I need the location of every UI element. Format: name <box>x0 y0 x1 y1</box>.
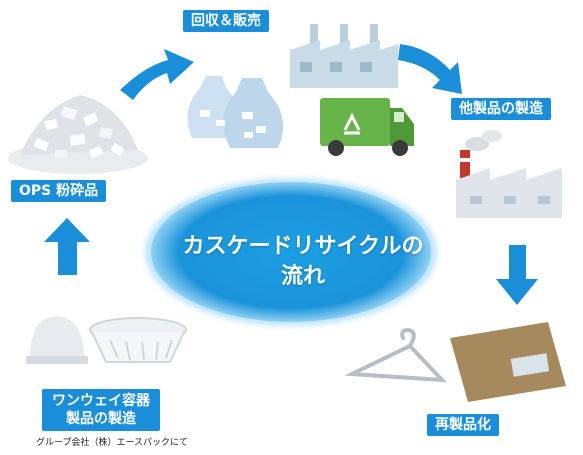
step-remanufacture: 再製品化 <box>427 414 499 436</box>
center-title-line1: カスケードリサイクルの <box>182 234 424 259</box>
recycle-icon <box>343 112 361 135</box>
factory-icon <box>290 24 398 88</box>
recycle-truck-icon <box>320 98 414 156</box>
arrow-icon <box>44 218 90 275</box>
arrow-icon <box>120 49 194 100</box>
step-oneway: ワンウェイ容器 製品の製造 <box>42 389 160 431</box>
hanger-icon <box>344 327 447 383</box>
step-other-products: 他製品の製造 <box>451 98 551 120</box>
center-title: カスケードリサイクルの 流れ <box>153 232 453 292</box>
arrow-icon <box>496 245 538 305</box>
smoking-factory-icon <box>456 130 562 218</box>
step-oneway-line1: ワンウェイ容器 <box>52 393 150 409</box>
step-ops: OPS 粉砕品 <box>11 180 107 202</box>
cardboard-box-icon <box>450 322 566 402</box>
crushed-ops-icon <box>8 95 148 174</box>
basket-container-icon <box>89 317 187 363</box>
center-title-line2: 流れ <box>280 264 325 289</box>
step-oneway-line2: 製品の製造 <box>66 411 136 427</box>
step-oneway-note: グループ会社（株）エースパックにて <box>36 438 189 448</box>
step-collect-sell: 回収＆販売 <box>183 10 269 32</box>
waste-bags-icon <box>187 76 284 148</box>
arrow-icon <box>398 44 462 94</box>
dome-container-icon <box>26 316 88 364</box>
